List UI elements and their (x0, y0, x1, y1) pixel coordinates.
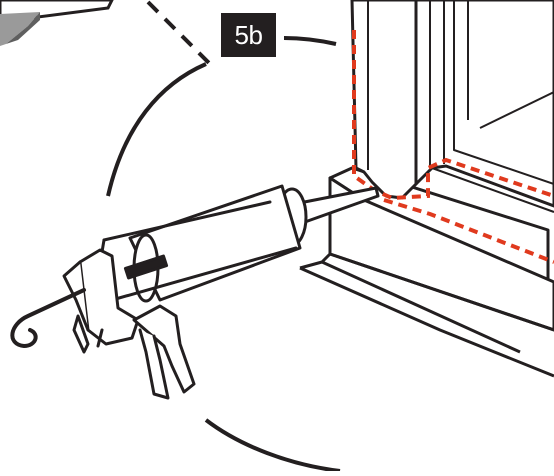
window-frame-icon (350, 0, 554, 213)
step-badge: 5b (221, 13, 276, 57)
corner-tab (0, 0, 114, 46)
sealant-bead-icon (352, 30, 554, 264)
callout-leader (146, 0, 212, 66)
magnifier-circle (106, 36, 341, 473)
caulking-gun-icon (10, 184, 380, 400)
